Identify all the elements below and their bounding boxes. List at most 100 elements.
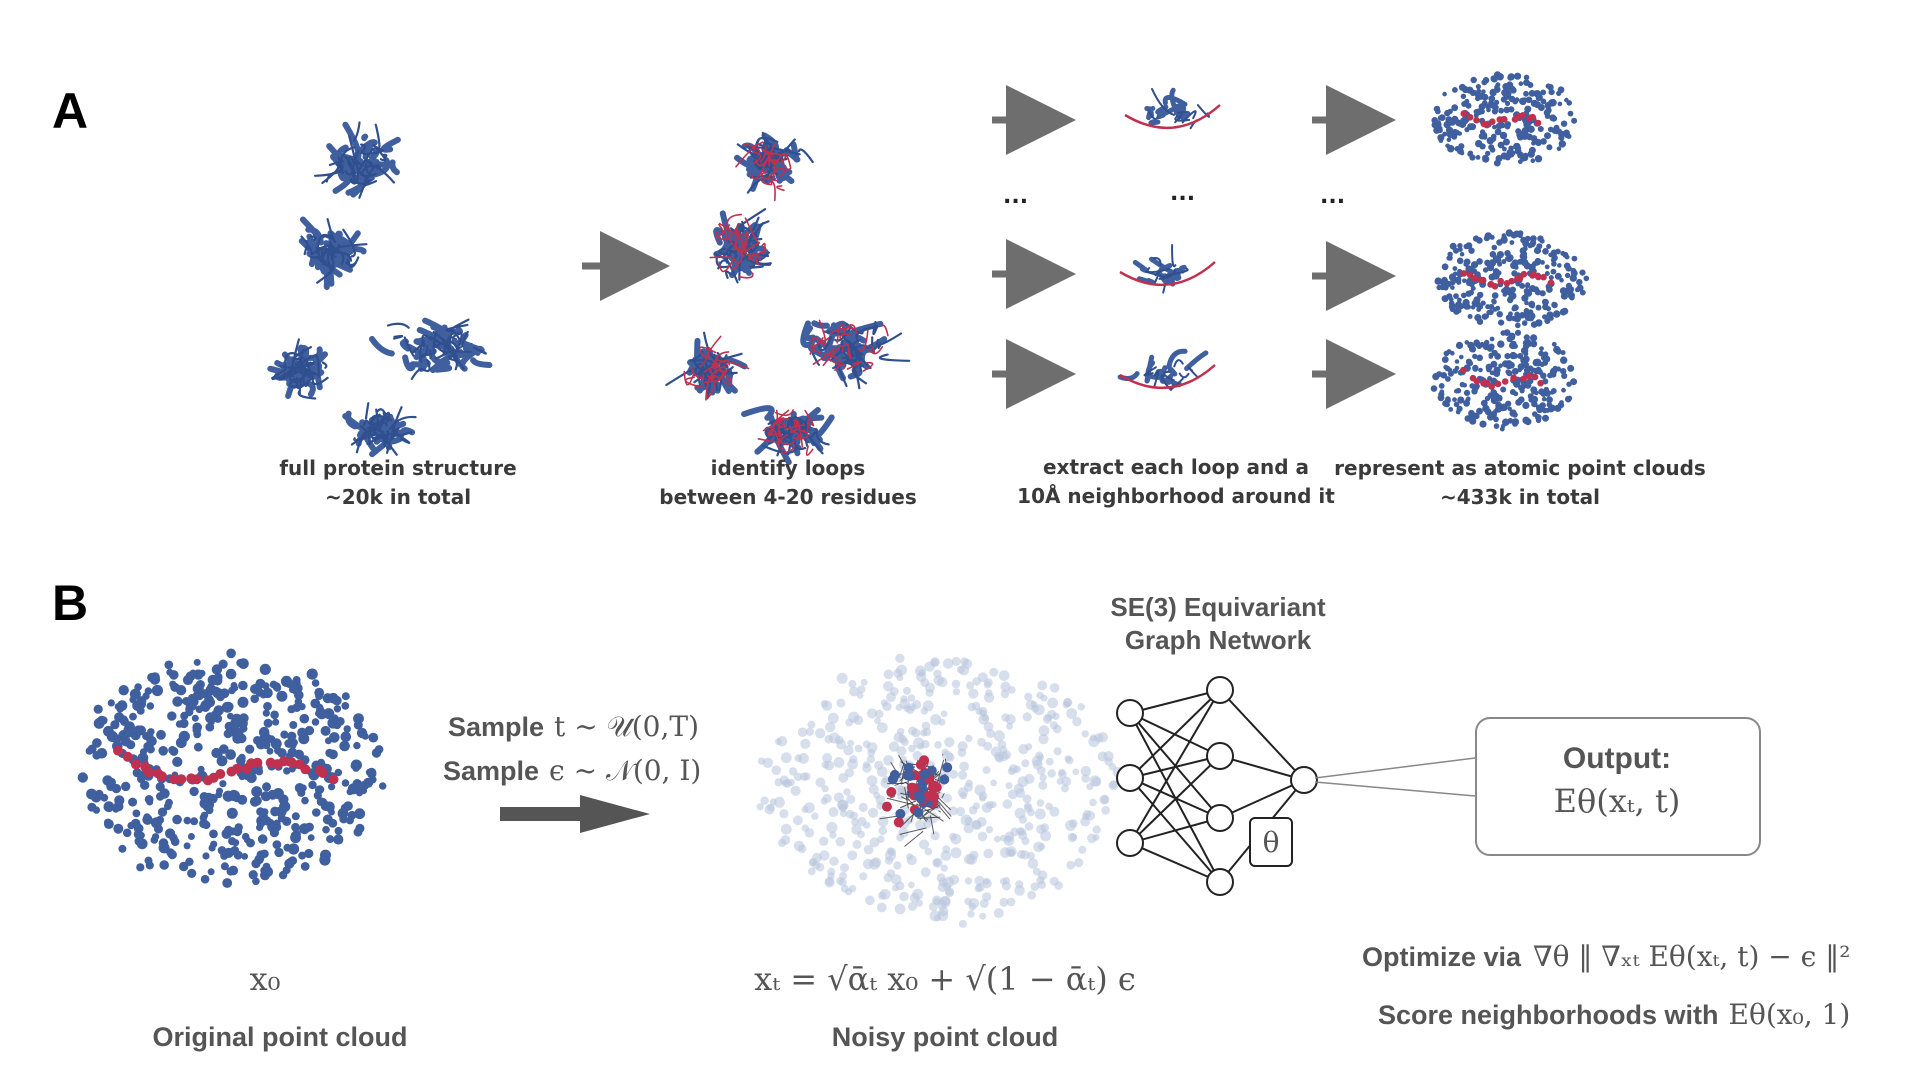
atom-point bbox=[1553, 310, 1561, 318]
atom-point bbox=[167, 850, 177, 860]
atom-point bbox=[800, 738, 811, 750]
atom-point bbox=[326, 835, 335, 844]
atom-point bbox=[775, 738, 782, 746]
caption-loops-2: between 4-20 residues bbox=[659, 485, 916, 509]
atom-point bbox=[793, 815, 803, 826]
atom-point bbox=[1519, 282, 1526, 289]
atom-point bbox=[1550, 257, 1557, 263]
atom-point bbox=[128, 797, 138, 807]
atom-point bbox=[1490, 102, 1498, 110]
atom-point bbox=[829, 856, 839, 866]
atom-point bbox=[858, 802, 868, 813]
atom-point bbox=[144, 856, 153, 865]
atom-point bbox=[1488, 303, 1495, 310]
atom-point bbox=[1583, 275, 1590, 282]
atom-point bbox=[1032, 867, 1041, 876]
atom-point bbox=[199, 792, 209, 802]
atom-point bbox=[354, 808, 366, 820]
atom-point bbox=[291, 812, 300, 821]
atom-point bbox=[132, 809, 141, 818]
atom-point bbox=[764, 804, 775, 815]
atom-point bbox=[977, 737, 986, 747]
ellipsis-2: ... bbox=[1170, 181, 1195, 206]
atom-point bbox=[116, 705, 124, 713]
atom-point bbox=[943, 876, 955, 888]
point-cloud-top bbox=[1431, 71, 1578, 167]
atom-point bbox=[262, 709, 270, 717]
atom-point bbox=[241, 832, 250, 841]
atom-point bbox=[1476, 307, 1482, 312]
atom-point bbox=[118, 685, 129, 696]
theta-symbol: θ bbox=[1263, 826, 1280, 859]
atom-point bbox=[1468, 247, 1475, 254]
atom-point bbox=[790, 785, 801, 796]
atom-point bbox=[893, 732, 904, 743]
loop-atom-point bbox=[1494, 380, 1502, 388]
atom-point bbox=[224, 721, 234, 732]
atom-point bbox=[256, 821, 265, 829]
atom-point bbox=[1509, 292, 1517, 300]
noisy-atom bbox=[903, 762, 914, 773]
atom-point bbox=[1442, 91, 1447, 97]
atom-point bbox=[246, 838, 255, 848]
atom-point bbox=[212, 686, 220, 694]
atom-point bbox=[1450, 285, 1455, 290]
atom-point bbox=[886, 847, 895, 855]
atom-point bbox=[241, 853, 249, 860]
atom-point bbox=[940, 864, 948, 872]
atom-point bbox=[874, 717, 881, 725]
atom-point bbox=[1457, 396, 1465, 404]
backbone-ribbon bbox=[809, 319, 889, 372]
atom-point bbox=[848, 679, 857, 688]
atom-point bbox=[315, 692, 324, 700]
bond-line bbox=[906, 796, 910, 799]
atom-point bbox=[860, 678, 868, 686]
atom-point bbox=[1484, 232, 1493, 240]
atom-point bbox=[1567, 395, 1573, 401]
atom-point bbox=[811, 812, 819, 820]
atom-point bbox=[294, 783, 305, 793]
atom-point bbox=[1504, 121, 1512, 128]
theta-parameter-box: θ bbox=[1249, 817, 1293, 867]
atom-point bbox=[202, 852, 210, 860]
atom-point bbox=[1002, 750, 1012, 760]
atom-point bbox=[1044, 714, 1052, 722]
atom-point bbox=[1558, 134, 1565, 141]
atom-point bbox=[1551, 127, 1559, 134]
loop-atom-point bbox=[1483, 379, 1491, 387]
atom-point bbox=[1447, 251, 1453, 257]
atom-point bbox=[262, 682, 270, 690]
atom-point bbox=[150, 817, 163, 829]
atom-point bbox=[1441, 263, 1449, 271]
atom-point bbox=[1452, 87, 1458, 93]
atom-point bbox=[1505, 361, 1513, 370]
atom-point bbox=[266, 747, 274, 755]
atom-point bbox=[952, 688, 961, 696]
atom-point bbox=[951, 679, 961, 689]
atom-point bbox=[1476, 407, 1483, 415]
atom-point bbox=[159, 860, 169, 870]
atom-point bbox=[92, 806, 101, 814]
atom-point bbox=[280, 730, 289, 739]
atom-point bbox=[972, 802, 980, 810]
atom-point bbox=[260, 866, 269, 875]
atom-point bbox=[899, 891, 909, 902]
atom-point bbox=[1511, 259, 1520, 267]
atom-point bbox=[826, 821, 838, 834]
atom-point bbox=[981, 802, 993, 813]
atom-point bbox=[1017, 849, 1026, 859]
atom-point bbox=[304, 848, 314, 859]
atom-point bbox=[144, 795, 154, 804]
atom-point bbox=[1557, 86, 1565, 94]
atom-point bbox=[1530, 340, 1538, 348]
loop-segment bbox=[1124, 104, 1221, 130]
atom-point bbox=[1047, 769, 1056, 778]
atom-point bbox=[1061, 776, 1072, 787]
atom-point bbox=[1027, 890, 1037, 900]
atom-point bbox=[1491, 292, 1499, 299]
atom-point bbox=[136, 706, 145, 715]
atom-point bbox=[1515, 322, 1521, 329]
atom-point bbox=[956, 665, 965, 674]
atom-point bbox=[1556, 146, 1562, 151]
loop-atom-point bbox=[1471, 275, 1479, 282]
